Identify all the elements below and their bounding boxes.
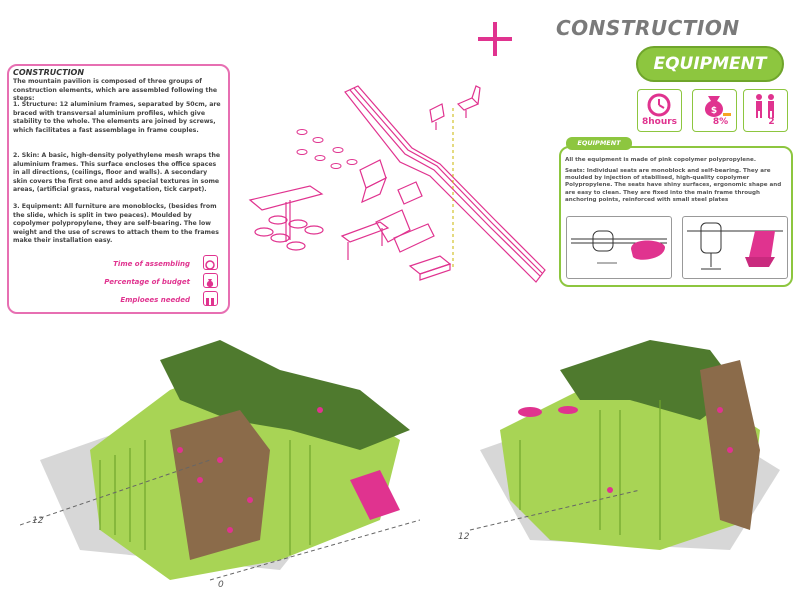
stat-time — [637, 89, 682, 132]
construction-step-2: 2. Skin: A basic, high-density polyethyl… — [13, 152, 221, 194]
people-icon — [206, 298, 214, 305]
scale-line-left — [20, 459, 211, 526]
vegetation-roof — [560, 340, 740, 420]
people-icon — [756, 94, 774, 118]
middle-furniture — [359, 159, 435, 253]
scale-line-bottom — [209, 519, 420, 581]
seat-card-1 — [566, 216, 672, 279]
legend-people-label: Emploees needed — [120, 296, 190, 304]
legend-time-label: Time of assembling — [113, 260, 190, 268]
equipment-tab: EQUIPMENT — [566, 137, 632, 150]
legend-budget-icon — [203, 273, 218, 288]
construction-intro: The mountain pavilion is composed of thr… — [13, 78, 218, 103]
bench-drawing — [340, 221, 390, 260]
pink-flowers — [177, 407, 323, 533]
stat-time-value: 8hours — [641, 117, 678, 127]
money-bag-icon — [206, 279, 214, 287]
slide-render — [350, 470, 400, 520]
legend-people-icon — [203, 291, 218, 306]
seat-elevation-drawing — [571, 230, 667, 264]
svg-text:$: $ — [711, 106, 717, 116]
construction-step-1: 1. Structure: 12 aluminium frames, separ… — [13, 101, 221, 134]
seat-card-2 — [682, 216, 788, 279]
construction-panel — [7, 64, 230, 314]
construction-step-3: 3. Equipment: All furniture are monobloc… — [13, 203, 219, 245]
floor-pads — [296, 129, 358, 169]
slide-drawing — [344, 85, 546, 283]
stat-budget-value: 8% — [712, 117, 729, 127]
stat-budget: $ — [692, 89, 737, 132]
textured-wall — [700, 360, 760, 530]
clock-icon — [647, 93, 671, 117]
equipment-heading: EQUIPMENT — [636, 46, 784, 82]
pavilion-render-left — [20, 340, 420, 581]
exploded-equipment-diagram — [248, 85, 546, 283]
table-drawing — [248, 185, 324, 251]
scale-label-left-12: 12 — [32, 516, 44, 526]
vegetation-roof — [160, 340, 410, 450]
plus-icon — [478, 22, 512, 56]
chair-elevation-drawing — [687, 222, 783, 270]
scale-line-right — [469, 489, 641, 531]
construction-heading: CONSTRUCTION — [13, 68, 85, 77]
page-title: CONSTRUCTION — [556, 16, 740, 40]
textured-wall — [170, 410, 270, 560]
legend-budget-label: Percentage of budget — [104, 278, 190, 286]
money-bag-icon: $ — [704, 96, 731, 117]
equipment-material-text: All the equipment is made of pink copoly… — [565, 157, 756, 163]
equipment-seats-text: Seats: Individual seats are monoblock an… — [565, 168, 782, 203]
clock-icon — [205, 260, 215, 270]
seat-drawing — [429, 85, 481, 130]
stat-people — [743, 89, 788, 132]
pavilion-render-right — [469, 340, 780, 550]
frame-lines — [99, 440, 311, 555]
scale-label-left-0: 0 — [218, 580, 224, 590]
lower-bench-drawing — [408, 255, 452, 281]
scale-label-right-12: 12 — [458, 532, 470, 542]
pink-seats — [518, 406, 733, 493]
frame-lines — [519, 400, 661, 540]
legend-time-icon — [203, 255, 218, 270]
stat-people-value: 2 — [768, 117, 775, 127]
